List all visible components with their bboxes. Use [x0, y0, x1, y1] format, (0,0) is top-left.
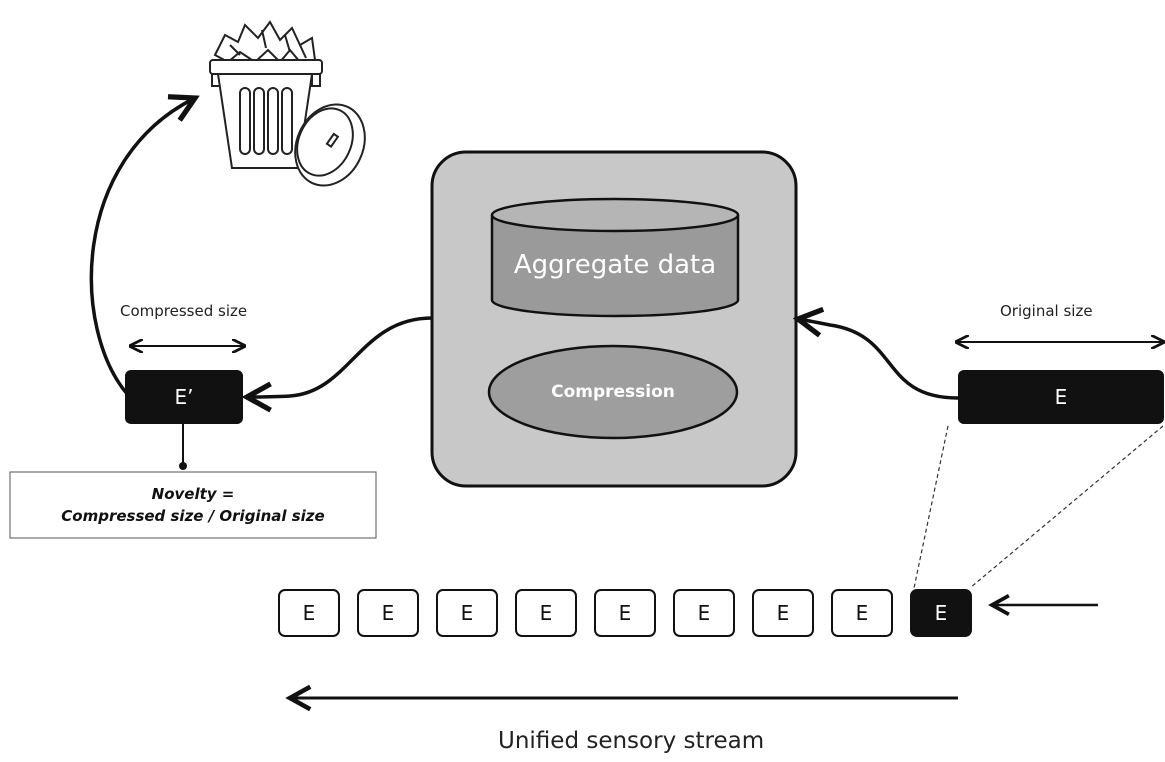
stream-cell-current — [910, 589, 972, 637]
novelty-line-1: Novelty = — [151, 485, 235, 503]
zoom-line-left — [913, 425, 949, 589]
stream-cell — [278, 589, 340, 637]
novelty-frame — [9, 471, 377, 539]
stream-cell-label: E — [618, 601, 632, 625]
original-size-label: Original size — [1000, 302, 1093, 320]
original-event-box — [958, 370, 1164, 424]
stream-cell-label: E — [381, 601, 395, 625]
stream-cell-label: E — [697, 601, 711, 625]
stream-cell — [357, 589, 419, 637]
zoom-line-right — [969, 425, 1164, 589]
output-arrow — [247, 316, 433, 397]
compressed-size-label: Compressed size — [120, 302, 248, 320]
novelty-formula: Novelty = Compressed size / Original siz… — [10, 472, 376, 538]
stream-cell-label: E — [776, 601, 790, 625]
original-event-label: E — [1054, 385, 1068, 409]
stream-cell-label: E — [934, 601, 948, 625]
stream-cell-label: E — [855, 601, 869, 625]
stream-cells — [278, 589, 972, 637]
discard-arrow — [89, 98, 195, 397]
compression-label: Compression — [551, 382, 675, 402]
stream-cell — [436, 589, 498, 637]
aggregate-data-cylinder — [490, 197, 740, 318]
stream-cell — [831, 589, 893, 637]
stream-label: Unified sensory stream — [498, 728, 765, 754]
stream-cell — [673, 589, 735, 637]
stream-cell — [594, 589, 656, 637]
input-arrow — [798, 319, 959, 400]
stream-cell-label: E — [539, 601, 553, 625]
stream-cell-label: E — [302, 601, 316, 625]
novelty-line-2: Compressed size / Original size — [61, 507, 325, 525]
stream-cell-label: E — [460, 601, 474, 625]
aggregate-data-label: Aggregate data — [513, 250, 717, 280]
stream-cell — [515, 589, 577, 637]
compressed-event-label: E’ — [174, 385, 194, 409]
compression-ellipse — [487, 344, 739, 440]
trash-can-icon — [209, 20, 366, 187]
stream-cell — [752, 589, 814, 637]
compressed-event-box — [125, 370, 243, 424]
